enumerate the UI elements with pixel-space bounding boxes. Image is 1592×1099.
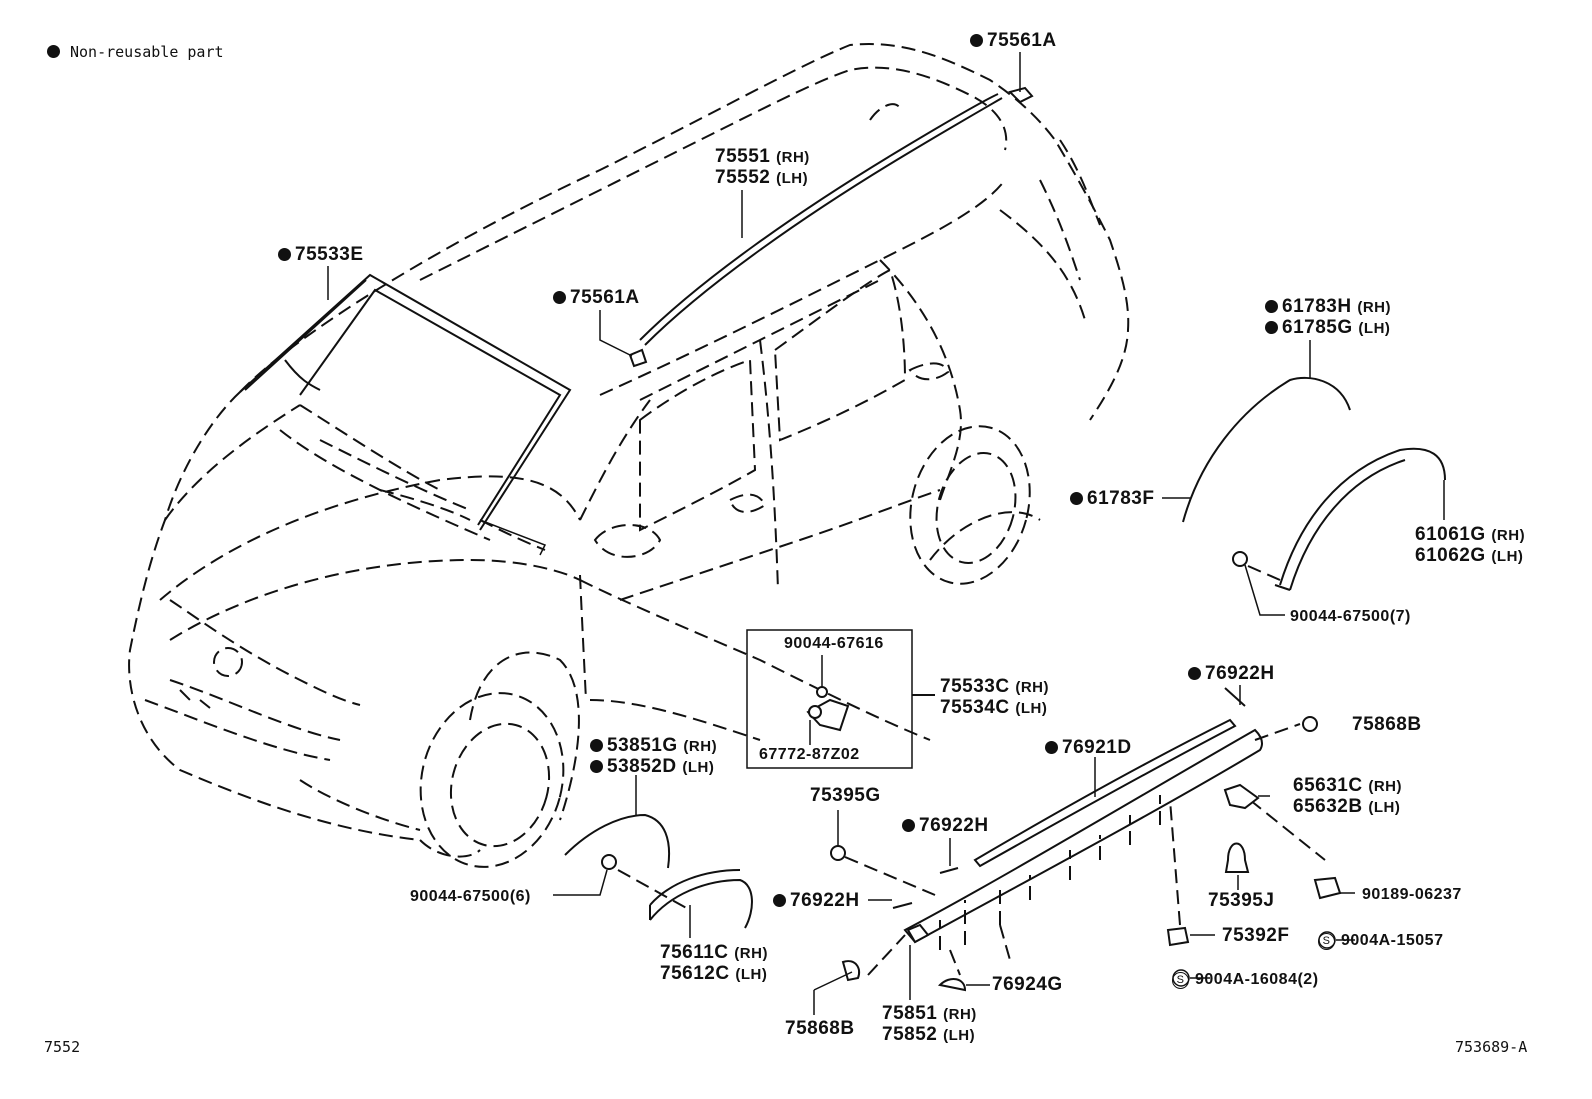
part-label-75392f: 75392F [1222,925,1290,946]
non-reusable-dot-icon [1265,321,1278,334]
part-label-53851g: 53851G (RH) [590,735,717,757]
clip-detail-box [746,629,935,769]
footer-right-code: 753689-A [1455,1038,1528,1056]
fasteners [830,716,1342,992]
part-label-61785g: 61785G (LH) [1265,317,1390,339]
part-label-90189-06237: 90189-06237 [1362,886,1462,903]
part-label-76922h-a: 76922H [1188,663,1275,684]
part-label-75533c: 75533C (RH) [940,676,1049,697]
part-label-75611c: 75611C (RH) [660,942,768,963]
non-reusable-dot-icon [553,291,566,304]
part-label-65631c: 65631C (RH) [1293,775,1402,796]
non-reusable-dot-icon [590,739,603,752]
part-label-75868b-a: 75868B [1352,714,1422,735]
s-symbol-icon: S [1318,933,1335,950]
part-label-75395g: 75395G [810,785,881,806]
non-reusable-dot-icon [590,760,603,773]
part-label-75852: 75852 (LH) [882,1024,976,1045]
non-reusable-dot-icon [902,819,915,832]
part-label-75561a-top: 75561A [970,30,1057,51]
part-label-65632b: 65632B (LH) [1293,796,1401,817]
non-reusable-dot-icon [1265,300,1278,313]
part-label-75395j: 75395J [1208,890,1275,911]
part-label-53852d: 53852D (LH) [590,756,714,778]
part-label-61783f: 61783F [1070,488,1154,509]
non-reusable-dot-icon [773,894,786,907]
windshield-molding [239,273,572,556]
part-label-90044-67500-6: 90044-67500(6) [410,888,531,905]
part-label-90044-67500-7: 90044-67500(7) [1290,608,1411,625]
part-label-75612c: 75612C (LH) [660,963,768,984]
part-label-76924g: 76924G [992,974,1063,995]
part-label-75851: 75851 (RH) [882,1003,977,1024]
part-label-90044-67616: 90044-67616 [784,635,884,652]
part-label-61061g: 61061G (RH) [1415,524,1526,545]
roof-molding [628,86,1034,368]
vehicle-body [128,43,1130,868]
front-fender-parts [564,813,753,929]
non-reusable-dot-icon [278,248,291,261]
non-reusable-dot-icon [1045,741,1058,754]
legend-non-reusable: Non-reusable part [47,43,224,61]
rear-fender-parts [1182,376,1446,591]
non-reusable-dot-icon [1188,667,1201,680]
part-label-75533e: 75533E [278,244,364,265]
part-label-61062g: 61062G (LH) [1415,545,1524,566]
non-reusable-dot-icon [1070,492,1083,505]
part-label-76922h-b: 76922H [902,815,989,836]
part-label-75552: 75552 (LH) [715,167,809,188]
rocker-panel [844,687,1326,976]
non-reusable-dot-icon [970,34,983,47]
s-symbol-icon: S [1172,972,1189,989]
part-label-67772-87z02: 67772-87Z02 [759,746,860,763]
part-label-75551: 75551 (RH) [715,146,810,167]
part-label-76921d: 76921D [1045,737,1132,758]
part-label-76922h-c: 76922H [773,890,860,911]
part-label-75561a-mid: 75561A [553,287,640,308]
part-label-75868b-b: 75868B [785,1018,855,1039]
filled-dot-icon [47,45,60,58]
leader-lines [327,52,1445,1015]
part-label-61783h: 61783H (RH) [1265,296,1391,318]
part-label-75534c: 75534C (LH) [940,697,1048,718]
footer-left-code: 7552 [44,1038,81,1056]
